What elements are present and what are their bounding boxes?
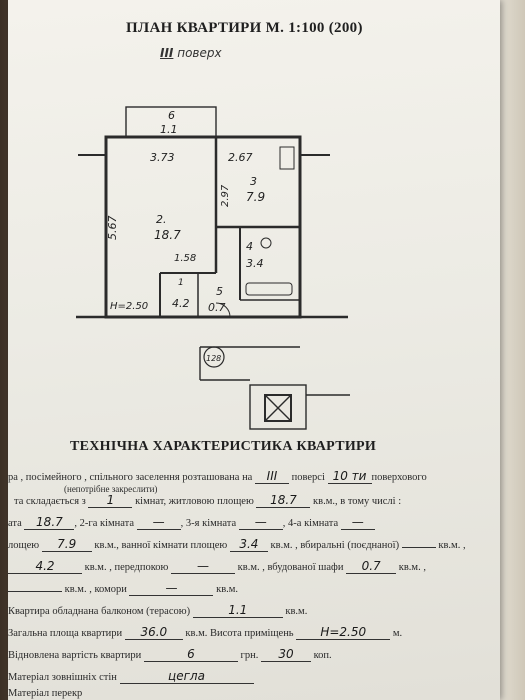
tech-l3-rooms: 1 (88, 494, 133, 508)
tech-l9-height: H=2.50 (296, 626, 391, 640)
tech-l8-b: кв.м. (285, 606, 308, 617)
tech-l5-bath: 3.4 (229, 538, 268, 552)
tech-l8-a: Квартира обладнана балконом (терасою) (8, 606, 191, 617)
tech-l9-c: м. (392, 628, 403, 639)
balcony-number: 6 (168, 109, 175, 122)
stove (279, 146, 295, 170)
tech-l3-area: 18.7 (256, 494, 311, 508)
floor-plan: 6 1.1 3.73 5.67 2. 18.7 2.67 2.97 3 7.9 … (76, 106, 350, 430)
floor-number: III (160, 46, 174, 60)
tech-l6-v1: 4.2 (8, 560, 82, 574)
bathtub (245, 282, 293, 296)
tech-l10-uah: 6 (143, 648, 238, 662)
page-title: ПЛАН КВАРТИРИ М. 1:100 (200) (126, 20, 363, 36)
tech-line-10: Відновлена вартість квартири 6 грн. 30 к… (8, 648, 332, 662)
room2-number: 2. (156, 213, 167, 226)
tech-l10-c: коп. (313, 650, 332, 661)
tech-l5-a: лощею (8, 540, 40, 551)
tech-l4-v4: — (340, 516, 375, 530)
tech-l6-closet: 0.7 (346, 560, 397, 574)
tech-l4-a: ата (8, 518, 22, 529)
room2-width: 3.73 (150, 151, 175, 164)
tech-l10-b: грн. (240, 650, 259, 661)
tech-l11-v: цегла (119, 670, 254, 684)
tech-l4-v3: — (238, 516, 283, 530)
tech-l5-blank (401, 547, 436, 548)
room5-number: 5 (216, 285, 223, 298)
room4-area: 3.4 (246, 257, 264, 270)
tech-line-11: Матеріал зовнішніх стін цегла (8, 670, 254, 684)
tech-l3-a: та складається з (14, 496, 86, 507)
tech-l10-a: Відновлена вартість квартири (8, 650, 142, 661)
tech-l6-v2: — (171, 560, 236, 574)
tech-l7-v: — (129, 582, 214, 596)
tech-l8-v: 1.1 (192, 604, 283, 618)
room3-number: 3 (250, 175, 257, 188)
room1-number: 1 (178, 278, 184, 288)
room1-area: 4.2 (172, 297, 190, 310)
room2-area: 18.7 (154, 228, 181, 242)
tech-l1-text: ра , посімейного , спільного заселення р… (8, 472, 253, 483)
tech-line-2: (непотрібне закреслити) (64, 484, 158, 494)
tech-l7-b: кв.м. (216, 584, 239, 595)
tech-l4-c: , 3-я кімната (180, 518, 237, 529)
room3-area: 7.9 (246, 190, 265, 204)
tech-l6-b: кв.м. , вбудованої шафи (237, 562, 344, 573)
tech-l5-d: кв.м. , (438, 540, 466, 551)
tech-l9-total: 36.0 (124, 626, 183, 640)
tech-l9-b: кв.м. Висота приміщень (185, 628, 294, 639)
tech-line-9: Загальна площа квартири 36.0 кв.м. Висот… (8, 626, 402, 640)
tech-l4-d: , 4-а кімната (282, 518, 339, 529)
tech-l1-floor: III (254, 470, 289, 484)
tech-l10-kop: 30 (260, 648, 311, 662)
room5-area: 0.7 (208, 301, 226, 314)
elevator-shaft (264, 394, 292, 422)
tech-l9-a: Загальна площа квартири (8, 628, 123, 639)
tech-line-12: Матеріал перекр (8, 688, 82, 699)
tech-l12-a: Матеріал перекр (8, 688, 83, 699)
tech-line-3: та складається з 1 кімнат, житловою площ… (14, 494, 401, 508)
tech-l4-v2: — (136, 516, 181, 530)
tech-l7-a: кв.м. , комори (64, 584, 127, 595)
door-arc (215, 302, 231, 318)
tech-line-6: 4.2 кв.м. , передпокою — кв.м. , вбудова… (8, 560, 426, 574)
tech-line-8: Квартира обладнана балконом (терасою) 1.… (8, 604, 307, 618)
tech-line-7: кв.м. , комори — кв.м. (8, 582, 238, 596)
tech-line-1: ра , посімейного , спільного заселення р… (8, 470, 427, 484)
circle-number: 128 (206, 354, 221, 363)
tech-l7-blank (8, 591, 62, 592)
room1-width: 1.58 (174, 253, 196, 264)
room2-length: 5.67 (106, 216, 119, 241)
circle-marker (203, 346, 225, 368)
room4-number: 4 (246, 240, 253, 253)
tech-section-title: ТЕХНІЧНА ХАРАКТЕРИСТИКА КВАРТИРИ (70, 439, 377, 454)
tech-l6-a: кв.м. , передпокою (84, 562, 169, 573)
floor-annotation: III поверх (160, 46, 222, 60)
room3-width: 2.67 (228, 151, 253, 164)
room3-length: 2.97 (220, 184, 231, 207)
tech-l5-kitchen: 7.9 (41, 538, 92, 552)
tech-l11-a: Матеріал зовнішніх стін (8, 672, 117, 683)
tech-l1-total: 10 ти (327, 470, 372, 484)
tech-l3-c: кв.м., в тому числі : (313, 496, 402, 507)
tech-l4-v1: 18.7 (24, 516, 75, 530)
tech-l5-c: кв.м. , вбиральні (поєднаної) (270, 540, 400, 551)
tech-l1-mid: поверсі (291, 472, 325, 483)
document-sheet: ПЛАН КВАРТИРИ М. 1:100 (200) III поверх (8, 0, 500, 700)
floor-word: поверх (177, 46, 222, 60)
tech-line-4: ата 18.7, 2-га кімната —, 3-я кімната —,… (8, 516, 375, 530)
tech-l5-b: кв.м., ванної кімнати площею (94, 540, 228, 551)
stairwell (249, 384, 307, 430)
tech-l3-b: кімнат, житловою площею (135, 496, 254, 507)
elevator-cross-2 (264, 394, 292, 422)
tech-l6-c: кв.м. , (398, 562, 426, 573)
sink (260, 237, 272, 249)
tech-line-5: лощею 7.9 кв.м., ванної кімнати площею 3… (8, 538, 466, 552)
balcony-area: 1.1 (160, 123, 178, 136)
tech-l1-end: поверхового (371, 472, 427, 483)
tech-l4-b: , 2-га кімната (74, 518, 135, 529)
ceiling-height: H=2.50 (110, 301, 148, 312)
